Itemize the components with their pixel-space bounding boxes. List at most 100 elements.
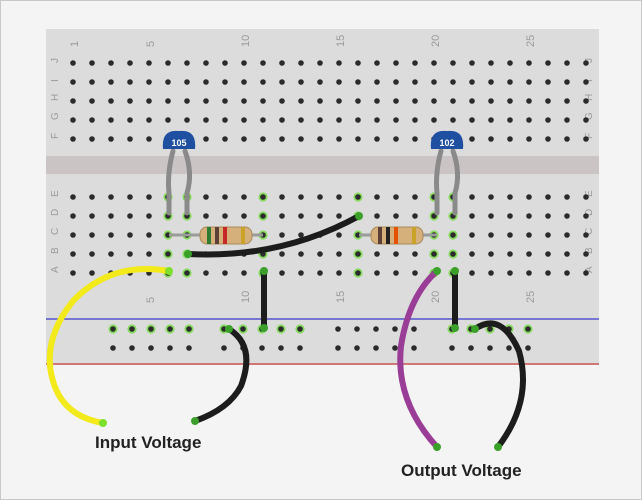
hole <box>298 251 304 257</box>
rail-hole <box>278 345 284 351</box>
rail-hole <box>411 345 417 351</box>
rail-hole <box>487 345 493 351</box>
hole <box>526 79 532 85</box>
hole <box>469 270 475 276</box>
rail-hole <box>221 345 227 351</box>
hole <box>108 136 114 142</box>
hole <box>222 60 228 66</box>
hole <box>70 60 76 66</box>
hole <box>374 98 380 104</box>
col-number-1: 1 <box>69 41 81 47</box>
row-letter-d-left: D <box>50 209 61 216</box>
hole <box>469 213 475 219</box>
hole <box>564 136 570 142</box>
hole <box>412 213 418 219</box>
hole <box>89 98 95 104</box>
hole <box>241 136 247 142</box>
hole <box>374 117 380 123</box>
hole <box>108 251 114 257</box>
hole <box>70 194 76 200</box>
hole <box>108 79 114 85</box>
hole <box>127 79 133 85</box>
hole <box>336 136 342 142</box>
col-number-5-bottom: 5 <box>145 297 157 303</box>
hole <box>355 194 361 200</box>
hole <box>488 251 494 257</box>
hole <box>260 98 266 104</box>
output-wire <box>397 268 440 450</box>
hole <box>393 194 399 200</box>
input-wire <box>46 266 172 426</box>
rail-hole <box>335 326 341 332</box>
hole <box>412 136 418 142</box>
col-number-10-bottom: 10 <box>240 291 252 303</box>
hole <box>260 213 266 219</box>
hole <box>507 117 513 123</box>
hole <box>507 213 513 219</box>
hole <box>469 60 475 66</box>
hole <box>431 79 437 85</box>
hole <box>545 213 551 219</box>
hole <box>298 79 304 85</box>
rail-hole <box>373 326 379 332</box>
hole <box>279 79 285 85</box>
row-letter-e-left: E <box>50 190 61 197</box>
rail-hole <box>449 345 455 351</box>
hole <box>298 232 304 238</box>
hole <box>431 98 437 104</box>
hole <box>412 251 418 257</box>
hole <box>89 117 95 123</box>
hole <box>298 136 304 142</box>
hole <box>279 251 285 257</box>
hole <box>70 270 76 276</box>
row-letter-h-left: H <box>50 94 61 101</box>
rail-hole <box>148 326 154 332</box>
hole <box>298 98 304 104</box>
hole <box>488 270 494 276</box>
row-letter-h-right: H <box>584 94 595 101</box>
hole <box>583 117 589 123</box>
hole <box>184 79 190 85</box>
resistor-2 <box>359 226 437 245</box>
hole <box>241 60 247 66</box>
hole <box>317 213 323 219</box>
hole <box>488 232 494 238</box>
hole <box>146 98 152 104</box>
rail-hole <box>373 345 379 351</box>
hole <box>355 60 361 66</box>
hole <box>564 232 570 238</box>
hole <box>336 270 342 276</box>
hole <box>298 270 304 276</box>
hole <box>469 98 475 104</box>
hole <box>241 194 247 200</box>
rail-hole <box>411 326 417 332</box>
row-letter-f-right: F <box>584 133 595 139</box>
hole <box>355 136 361 142</box>
hole <box>412 194 418 200</box>
hole <box>393 117 399 123</box>
hole <box>146 136 152 142</box>
hole <box>317 98 323 104</box>
hole <box>355 79 361 85</box>
hole <box>583 194 589 200</box>
hole <box>450 232 456 238</box>
capacitor-105: 105 <box>162 130 196 149</box>
row-letter-i-right: I <box>584 79 595 82</box>
hole <box>203 98 209 104</box>
hole <box>355 251 361 257</box>
rail-hole <box>297 326 303 332</box>
hole <box>374 251 380 257</box>
col-number-25-bottom: 25 <box>525 291 537 303</box>
rail-hole <box>186 345 192 351</box>
hole <box>374 194 380 200</box>
hole <box>317 117 323 123</box>
row-letter-j-left: J <box>50 58 61 63</box>
hole <box>488 117 494 123</box>
row-letter-f-left: F <box>50 133 61 139</box>
hole <box>260 79 266 85</box>
col-number-20-bottom: 20 <box>430 291 442 303</box>
column-numbers-bottom: 5 10 15 20 25 <box>145 291 537 303</box>
hole <box>545 60 551 66</box>
hole <box>222 270 228 276</box>
capacitor-102-code: 102 <box>439 138 454 148</box>
